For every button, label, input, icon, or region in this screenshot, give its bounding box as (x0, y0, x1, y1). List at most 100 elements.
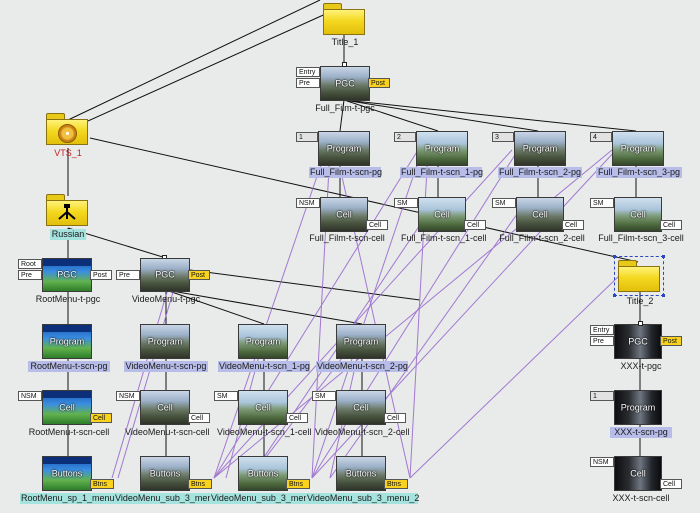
xxx-cell-node[interactable]: NSM Cell Cell (590, 456, 688, 491)
video-menu-buttons-1-label[interactable]: VideoMenu_sub_3_menu (114, 493, 218, 504)
cell-tag: Cell (286, 413, 308, 423)
cell-thumbnail: Cell (418, 197, 466, 232)
full-film-program-2-label[interactable]: Full_Film-t-scn_1-pg (400, 167, 484, 178)
program-number-tag: 2 (394, 132, 416, 142)
cell-tag: Cell (660, 479, 682, 489)
video-menu-program-2-label[interactable]: VideoMenu-t-scn_1-pg (218, 361, 310, 372)
program-thumbnail: Program (318, 131, 370, 166)
full-film-program-4-label[interactable]: Full_Film-t-scn_3-pg (596, 167, 682, 178)
program-number-tag: 3 (492, 132, 514, 142)
selection-box (613, 255, 665, 297)
video-menu-pgc-node[interactable]: Pre PGC Post (116, 255, 212, 292)
video-menu-buttons-2-label[interactable]: VideoMenu_sub_3_menu (210, 493, 314, 504)
video-menu-cell-1[interactable]: NSM Cell Cell (116, 390, 212, 425)
full-film-cell-1[interactable]: NSM Cell Cell (296, 197, 394, 232)
full-film-program-3-label[interactable]: Full_Film-t-scn_2-pg (498, 167, 582, 178)
program-thumbnail: Program (238, 324, 288, 359)
root-menu-cell-node[interactable]: NSM Cell Cell (18, 390, 114, 425)
network-icon (58, 204, 76, 220)
full-film-cell-1-label: Full_Film-t-scn-cell (309, 233, 385, 243)
xxx-cell-label: XXX-t-scn-cell (612, 493, 670, 503)
btns-tag: Btns (286, 479, 310, 489)
language-folder-icon[interactable] (46, 194, 88, 226)
video-menu-program-2[interactable]: Program (238, 324, 288, 359)
title2-folder-icon[interactable] (618, 260, 660, 292)
full-film-cell-4-label: Full_Film-t-scn_3-cell (598, 233, 684, 243)
title1-label: Title_1 (331, 37, 359, 47)
buttons-thumbnail: Buttons (238, 456, 288, 491)
pgc-thumbnail: PGC (320, 66, 370, 101)
video-menu-program-3-label[interactable]: VideoMenu-t-scn_2-pg (316, 361, 408, 372)
video-menu-cell-3[interactable]: SM Cell Cell (312, 390, 408, 425)
cell-thumbnail: Cell (320, 197, 368, 232)
video-menu-program-1[interactable]: Program (140, 324, 190, 359)
root-menu-pgc-label: RootMenu-t-pgc (35, 294, 101, 304)
nsm-tag: NSM (18, 391, 42, 401)
xxx-program-label[interactable]: XXX-t-scn-pg (610, 427, 672, 438)
full-film-program-2[interactable]: 2 Program (394, 131, 472, 166)
xxx-pgc-node[interactable]: Entry Pre PGC Post (590, 324, 688, 359)
pre-tag: Pre (296, 78, 320, 88)
root-menu-buttons-label[interactable]: RootMenu_sp_1_menu (20, 493, 115, 504)
video-menu-buttons-1[interactable]: Buttons Btns (140, 456, 216, 491)
full-film-program-1-label[interactable]: Full_Film-t-scn-pg (309, 167, 383, 178)
video-menu-program-1-label[interactable]: VideoMenu-t-scn-pg (124, 361, 208, 372)
language-label[interactable]: Russian (50, 229, 86, 240)
xxx-program-node[interactable]: 1 Program (590, 390, 668, 425)
title1-folder-icon[interactable] (323, 3, 365, 35)
post-tag: Post (188, 270, 210, 280)
root-menu-program-node[interactable]: Program (42, 324, 92, 359)
root-menu-cell-label: RootMenu-t-scn-cell (28, 427, 110, 437)
root-tag: Root (18, 259, 42, 269)
full-film-cell-2-label: Full_Film-t-scn_1-cell (401, 233, 487, 243)
full-film-cell-3[interactable]: SM Cell Cell (492, 197, 590, 232)
buttons-thumbnail: Buttons (336, 456, 386, 491)
root-menu-buttons-node[interactable]: Buttons Btns (42, 456, 118, 491)
video-menu-program-3[interactable]: Program (336, 324, 386, 359)
full-film-pgc-node[interactable]: Entry Pre PGC Post (296, 66, 392, 102)
cell-thumbnail: Cell (614, 197, 662, 232)
pgc-thumbnail: PGC (614, 324, 662, 359)
pre-tag: Pre (590, 336, 614, 346)
root-menu-pgc-node[interactable]: Root Pre PGC Post (18, 258, 114, 292)
entry-tag: Entry (296, 67, 320, 77)
program-number-tag: 1 (296, 132, 318, 142)
cell-thumbnail: Cell (140, 390, 190, 425)
btns-tag: Btns (384, 479, 408, 489)
cell-thumbnail: Cell (516, 197, 564, 232)
sm-tag: SM (312, 391, 336, 401)
video-menu-cell-1-label: VideoMenu-t-scn-cell (125, 427, 210, 437)
video-menu-cell-3-label: VideoMenu-t-scn_2-cell (315, 427, 410, 437)
root-menu-program-label[interactable]: RootMenu-t-scn-pg (28, 361, 110, 372)
program-thumbnail: Program (42, 324, 92, 359)
cell-tag: Cell (562, 220, 584, 230)
post-tag: Post (90, 270, 112, 280)
program-thumbnail: Program (612, 131, 664, 166)
connector-pin (638, 321, 643, 326)
cell-tag: Cell (90, 413, 112, 423)
full-film-cell-4[interactable]: SM Cell Cell (590, 197, 688, 232)
video-menu-buttons-3-label[interactable]: VideoMenu_sub_3_menu_2 (306, 493, 420, 504)
program-thumbnail: Program (514, 131, 566, 166)
full-film-cell-2[interactable]: SM Cell Cell (394, 197, 492, 232)
cell-thumbnail: Cell (336, 390, 386, 425)
program-thumbnail: Program (336, 324, 386, 359)
program-thumbnail: Program (416, 131, 468, 166)
sm-tag: SM (590, 198, 614, 208)
nsm-tag: NSM (296, 198, 320, 208)
cell-tag: Cell (660, 220, 682, 230)
full-film-program-4[interactable]: 4 Program (590, 131, 668, 166)
xxx-pgc-label: XXX-t-pgc (620, 361, 662, 371)
program-thumbnail: Program (140, 324, 190, 359)
pgc-thumbnail: PGC (42, 258, 92, 292)
full-film-program-1[interactable]: 1 Program (296, 131, 374, 166)
vts-folder-icon[interactable] (46, 113, 88, 145)
connector-pin (342, 62, 347, 67)
cell-tag: Cell (464, 220, 486, 230)
disc-icon (58, 124, 77, 143)
full-film-program-3[interactable]: 3 Program (492, 131, 570, 166)
video-menu-buttons-2[interactable]: Buttons Btns (238, 456, 314, 491)
video-menu-buttons-3[interactable]: Buttons Btns (336, 456, 412, 491)
video-menu-cell-2[interactable]: SM Cell Cell (214, 390, 310, 425)
